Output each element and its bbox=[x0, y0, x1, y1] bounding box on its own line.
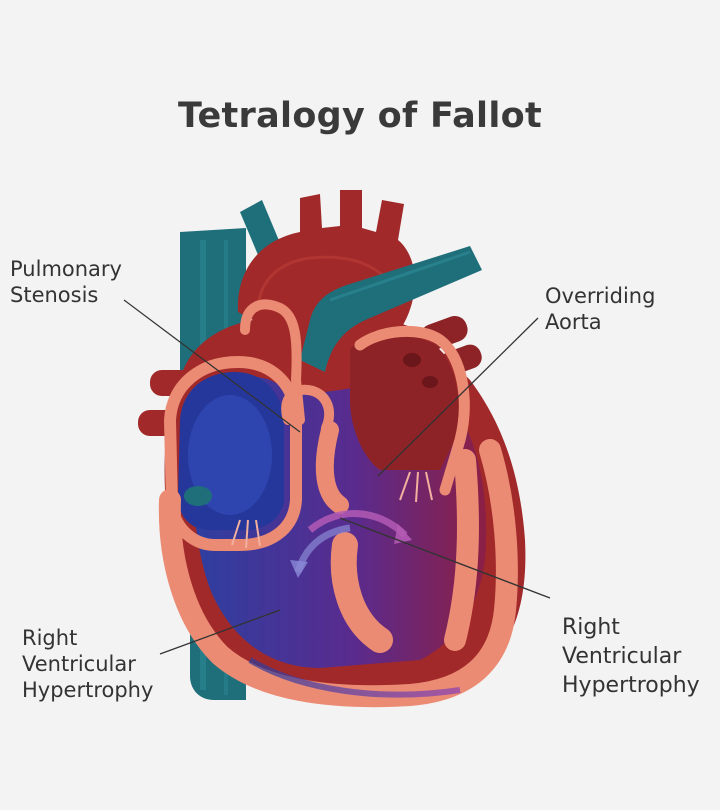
left-atrium-wall bbox=[354, 325, 470, 496]
septum bbox=[315, 421, 349, 514]
atrium-inner bbox=[188, 395, 272, 515]
leader-overriding-aorta bbox=[377, 317, 539, 477]
leader-rvh-right bbox=[339, 517, 551, 599]
diagram-title: Tetralogy of Fallot bbox=[177, 96, 543, 136]
aorta-wall bbox=[240, 299, 305, 425]
label-overriding-aorta: Overriding Aorta bbox=[545, 284, 656, 334]
label-rvh-left: Right Ventricular Hypertrophy bbox=[22, 626, 154, 702]
label-rvh-right: Right Ventricular Hypertrophy bbox=[562, 615, 700, 698]
septum-lower bbox=[330, 532, 393, 653]
shunt-arrow-right bbox=[307, 510, 408, 538]
pulmonary-valve-ring bbox=[281, 384, 335, 433]
label-pulmonary-stenosis: Pulmonary Stenosis bbox=[10, 257, 122, 307]
leader-pulmonary-stenosis bbox=[123, 299, 301, 433]
apex-edge bbox=[248, 657, 461, 698]
chordae-right bbox=[399, 471, 433, 503]
chordae-left bbox=[231, 519, 261, 549]
leader-rvh-left bbox=[159, 609, 281, 655]
pulmonary-artery bbox=[300, 246, 482, 372]
left-atrium bbox=[350, 335, 459, 470]
coronary-sinus bbox=[184, 486, 212, 506]
